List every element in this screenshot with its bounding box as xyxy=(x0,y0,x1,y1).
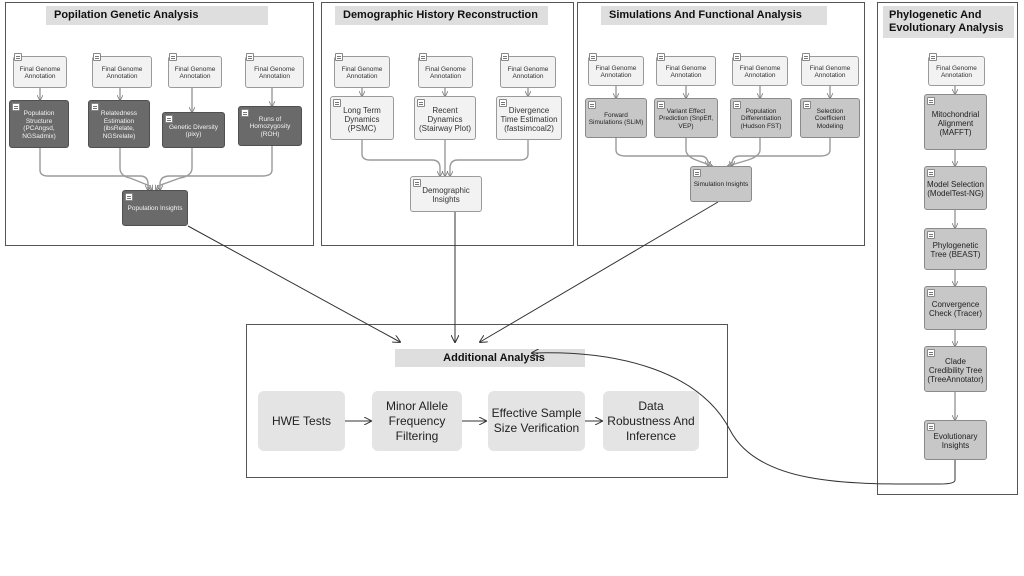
node-runs-of-homozygosity: Runs of Homozygosity (ROH) xyxy=(238,106,302,146)
node-convergence-check: Convergence Check (Tracer) xyxy=(924,286,987,330)
node-phylogenetic-tree: Phylogenetic Tree (BEAST) xyxy=(924,228,987,270)
node-final-genome-annotation: Final Genome Annotation xyxy=(656,53,716,86)
link-selection-sim xyxy=(732,138,831,166)
link-long-demo xyxy=(361,140,440,176)
link-forward-sim xyxy=(615,138,708,166)
node-evolutionary-insights: Evolutionary Insights xyxy=(924,420,987,460)
check-icon xyxy=(927,289,935,297)
panel-title-demographic-history: Demographic History Reconstruction xyxy=(335,6,548,25)
node-population-structure: Population Structure (PCAngsd, NGSadmix) xyxy=(9,100,69,148)
link-diversity-insights xyxy=(156,148,193,190)
node-demographic-insights: Demographic Insights xyxy=(410,176,482,212)
node-model-selection: Model Selection (ModelTest-NG) xyxy=(924,166,987,210)
flask-icon xyxy=(927,349,935,357)
node-forward-simulations: Forward Simulations (SLiM) xyxy=(585,98,647,138)
alignment-icon xyxy=(927,97,935,105)
document-icon xyxy=(929,53,937,61)
document-icon xyxy=(169,53,177,61)
tree-icon xyxy=(927,231,935,239)
trend-icon xyxy=(417,99,425,107)
link-relatedness-insights xyxy=(119,148,152,190)
node-divergence-time-estimation: Divergence Time Estimation (fastsimcoal2… xyxy=(496,96,562,140)
differentiation-icon xyxy=(733,101,741,109)
node-final-genome-annotation: Final Genome Annotation xyxy=(732,53,788,86)
clock-icon xyxy=(333,99,341,107)
link-variant-sim xyxy=(685,138,712,166)
link-evoinsights-additional xyxy=(532,353,956,485)
node-clade-credibility-tree: Clade Credibility Tree (TreeAnnotator) xyxy=(924,346,987,392)
node-population-differentiation: Population Differentiation (Hudson FST) xyxy=(730,98,792,138)
node-final-genome-annotation: Final Genome Annotation xyxy=(928,53,985,86)
insights-icon xyxy=(125,193,133,201)
node-variant-effect-prediction: Variant Effect Prediction (SnpEff, VEP) xyxy=(654,98,718,138)
node-final-genome-annotation: Final Genome Annotation xyxy=(588,53,644,86)
step-minor-allele-frequency-filtering: Minor Allele Frequency Filtering xyxy=(372,391,462,451)
node-relatedness-estimation: Relatedness Estimation (ibsRelate, NGSre… xyxy=(88,100,150,148)
step-hwe-tests: HWE Tests xyxy=(258,391,345,451)
panel-title-phylogenetic-evolutionary: Phylogenetic And Evolutionary Analysis xyxy=(883,6,1014,38)
document-icon xyxy=(589,53,597,61)
node-final-genome-annotation: Final Genome Annotation xyxy=(500,53,556,88)
document-icon xyxy=(246,53,254,61)
node-mitochondrial-alignment: Mitochondrial Alignment (MAFFT) xyxy=(924,94,987,150)
insights-icon xyxy=(693,169,701,177)
node-long-term-dynamics: Long Term Dynamics (PSMC) xyxy=(330,96,394,140)
node-final-genome-annotation: Final Genome Annotation xyxy=(334,53,390,88)
document-icon xyxy=(733,53,741,61)
document-icon xyxy=(93,53,101,61)
link-structure-insights xyxy=(39,148,148,190)
roh-icon xyxy=(241,109,249,117)
step-data-robustness-inference: Data Robustness And Inference xyxy=(603,391,699,451)
hourglass-icon xyxy=(499,99,507,107)
relatedness-icon xyxy=(91,103,99,111)
structure-icon xyxy=(12,103,20,111)
panel-title-simulations-functional: Simulations And Functional Analysis xyxy=(601,6,827,25)
panel-title-population-genetic: Popilation Genetic Analysis xyxy=(46,6,268,25)
bar-chart-icon xyxy=(413,179,421,187)
node-final-genome-annotation: Final Genome Annotation xyxy=(245,53,304,88)
document-icon xyxy=(419,53,427,61)
node-recent-dynamics: Recent Dynamics (Stairway Plot) xyxy=(414,96,476,140)
document-icon xyxy=(14,53,22,61)
modeling-icon xyxy=(803,101,811,109)
node-final-genome-annotation: Final Genome Annotation xyxy=(13,53,67,88)
node-selection-coefficient-modeling: Selection Coefficient Modeling xyxy=(800,98,860,138)
link-popinsights-additional xyxy=(187,225,400,342)
link-divergence-demo xyxy=(450,140,529,176)
filter-icon xyxy=(927,169,935,177)
node-population-insights: Population Insights xyxy=(122,190,188,226)
step-effective-sample-size-verification: Effective Sample Size Verification xyxy=(488,391,585,451)
variant-icon xyxy=(657,101,665,109)
node-final-genome-annotation: Final Genome Annotation xyxy=(168,53,222,88)
node-genetic-diversity: Genetic Diversity (pixy) xyxy=(162,112,225,148)
document-icon xyxy=(501,53,509,61)
document-icon xyxy=(657,53,665,61)
node-final-genome-annotation: Final Genome Annotation xyxy=(801,53,859,86)
link-roh-insights xyxy=(160,146,273,190)
node-final-genome-annotation: Final Genome Annotation xyxy=(92,53,152,88)
node-simulation-insights: Simulation Insights xyxy=(690,166,752,202)
document-icon xyxy=(335,53,343,61)
simulation-icon xyxy=(588,101,596,109)
node-final-genome-annotation: Final Genome Annotation xyxy=(418,53,473,88)
link-siminsights-additional xyxy=(480,201,719,342)
insights-icon xyxy=(927,423,935,431)
document-icon xyxy=(802,53,810,61)
diversity-icon xyxy=(165,115,173,123)
